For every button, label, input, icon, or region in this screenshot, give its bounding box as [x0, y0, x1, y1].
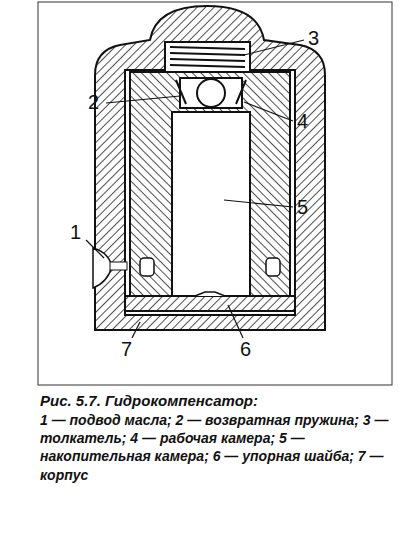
- callout-number: 4: [297, 111, 308, 131]
- pusher: [130, 72, 290, 296]
- leader-lines: [86, 40, 304, 338]
- washer-boss: [195, 292, 225, 296]
- callout-number: 5: [297, 197, 308, 217]
- oil-hole: [266, 258, 280, 276]
- oil-inlet: [93, 248, 112, 288]
- callout-number: 1: [70, 222, 81, 242]
- figure-frame: [38, 2, 392, 385]
- callout-number: 2: [88, 92, 99, 112]
- oil-hole: [140, 258, 154, 276]
- callout-number: 6: [240, 339, 251, 359]
- figure-caption: Рис. 5.7. Гидрокомпенсатор:: [40, 391, 390, 411]
- check-ball: [197, 79, 225, 107]
- caption-block: Рис. 5.7. Гидрокомпенсатор:1 — подвод ма…: [40, 391, 390, 484]
- return-spring: [170, 47, 245, 67]
- thrust-washer: [125, 296, 295, 311]
- callout-number: 7: [121, 339, 132, 359]
- callout-number: 3: [308, 28, 319, 48]
- oil-channel: [110, 262, 127, 270]
- housing: [95, 6, 325, 330]
- parts-list: 1 — подвод масла; 2 — возвратная пружина…: [40, 411, 390, 485]
